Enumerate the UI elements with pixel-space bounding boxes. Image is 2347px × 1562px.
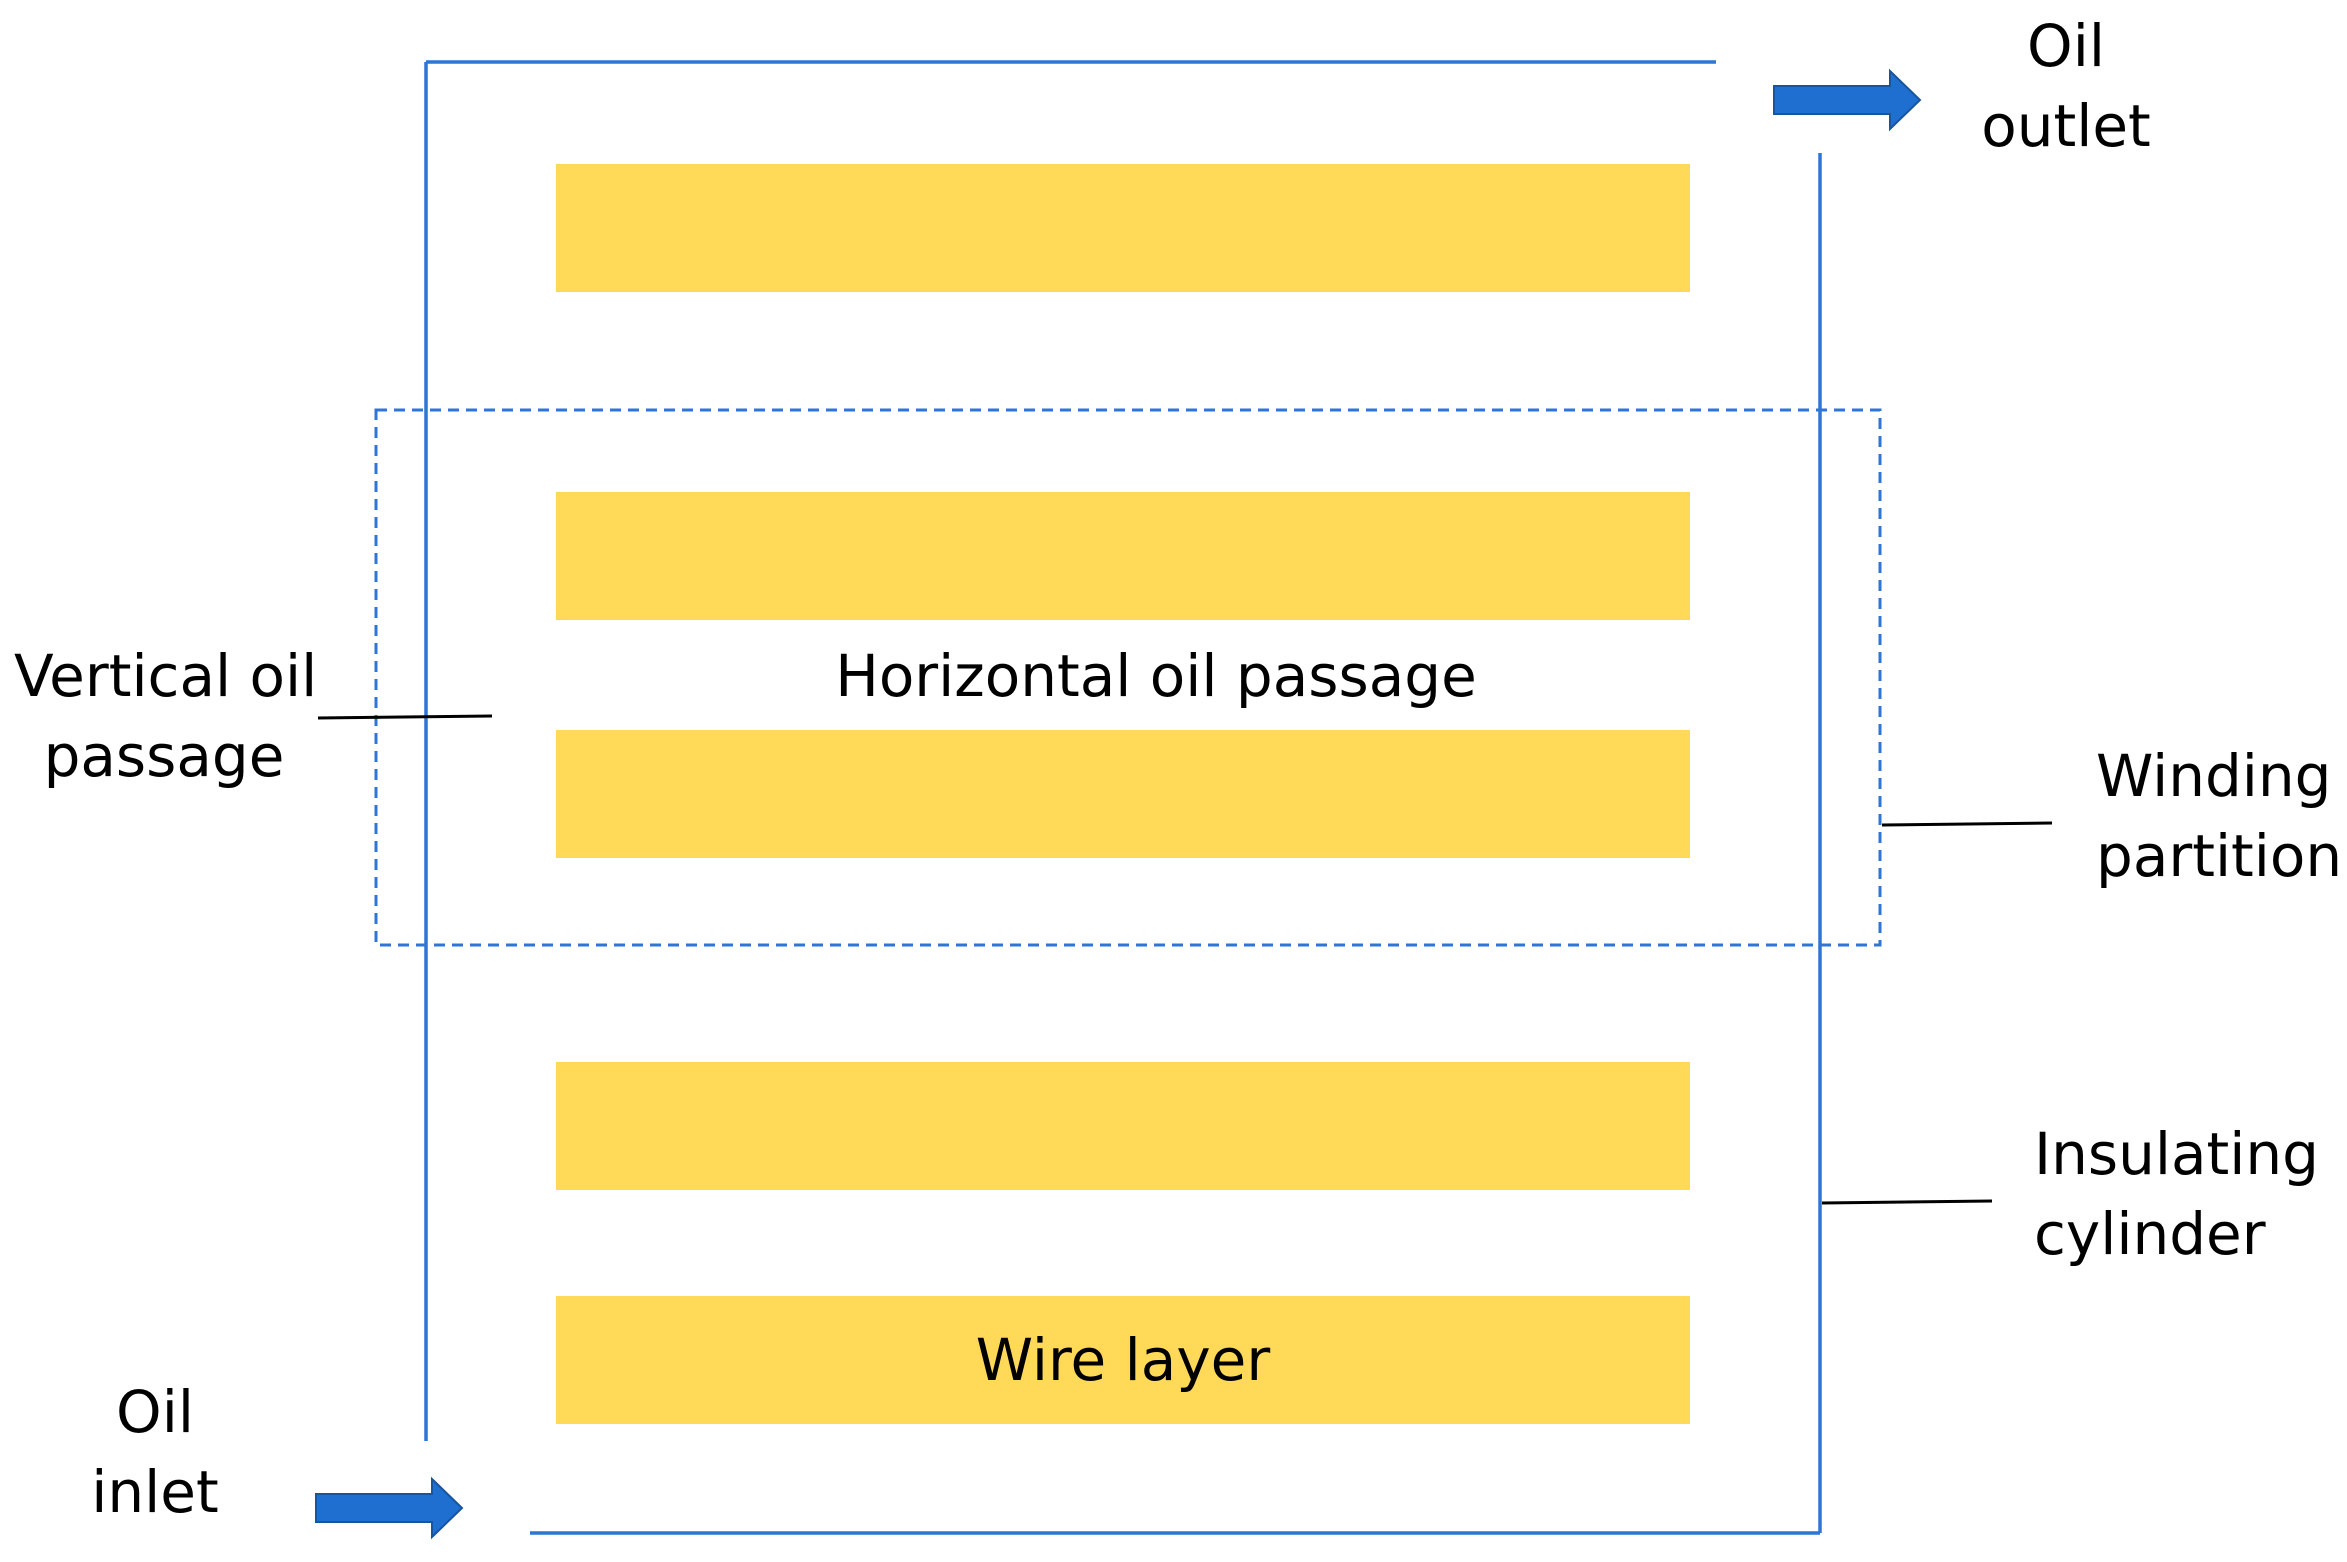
vertical-oil-passage-line2: passage [43, 722, 285, 790]
wire-layer-label: Wire layer [975, 1326, 1271, 1394]
oil-inlet-arrow [315, 1476, 464, 1540]
oil-outlet-label: Oil outlet [1966, 6, 2166, 166]
leader-lines [317, 714, 2053, 1205]
oil-outlet-label-line2: outlet [1981, 92, 2151, 160]
vertical-passage-leader [317, 714, 493, 720]
wire-layer-5 [556, 1296, 1690, 1424]
winding-partition-line2: partition [2096, 822, 2343, 890]
oil-outlet-label-line1: Oil [2027, 12, 2105, 80]
wire-layer-1 [556, 164, 1690, 292]
insulating-cylinder-label: Insulating cylinder [2034, 1114, 2319, 1274]
insulating-cylinder [424, 60, 1822, 1535]
wire-layer-4 [556, 1062, 1690, 1190]
wire-layer-3 [556, 730, 1690, 858]
oil-inlet-label-line1: Oil [116, 1378, 194, 1446]
oil-inlet-label: Oil inlet [60, 1372, 250, 1532]
horizontal-oil-passage-label: Horizontal oil passage [835, 642, 1477, 710]
insulating-cylinder-line1: Insulating [2034, 1120, 2319, 1188]
oil-inlet-label-line2: inlet [91, 1458, 219, 1526]
insulating-cylinder-leader [1821, 1199, 1993, 1205]
winding-partition-box [374, 408, 1882, 947]
insulating-cylinder-line2: cylinder [2034, 1200, 2266, 1268]
vertical-oil-passage-line1: Vertical oil [14, 642, 318, 710]
winding-partition-leader [1881, 821, 2053, 827]
winding-partition-line1: Winding [2096, 742, 2332, 810]
wire-layer-2 [556, 492, 1690, 620]
winding-partition-label: Winding partition [2096, 736, 2342, 896]
oil-outlet-arrow [1773, 68, 1922, 132]
vertical-oil-passage-label: Vertical oil passage [14, 636, 318, 796]
